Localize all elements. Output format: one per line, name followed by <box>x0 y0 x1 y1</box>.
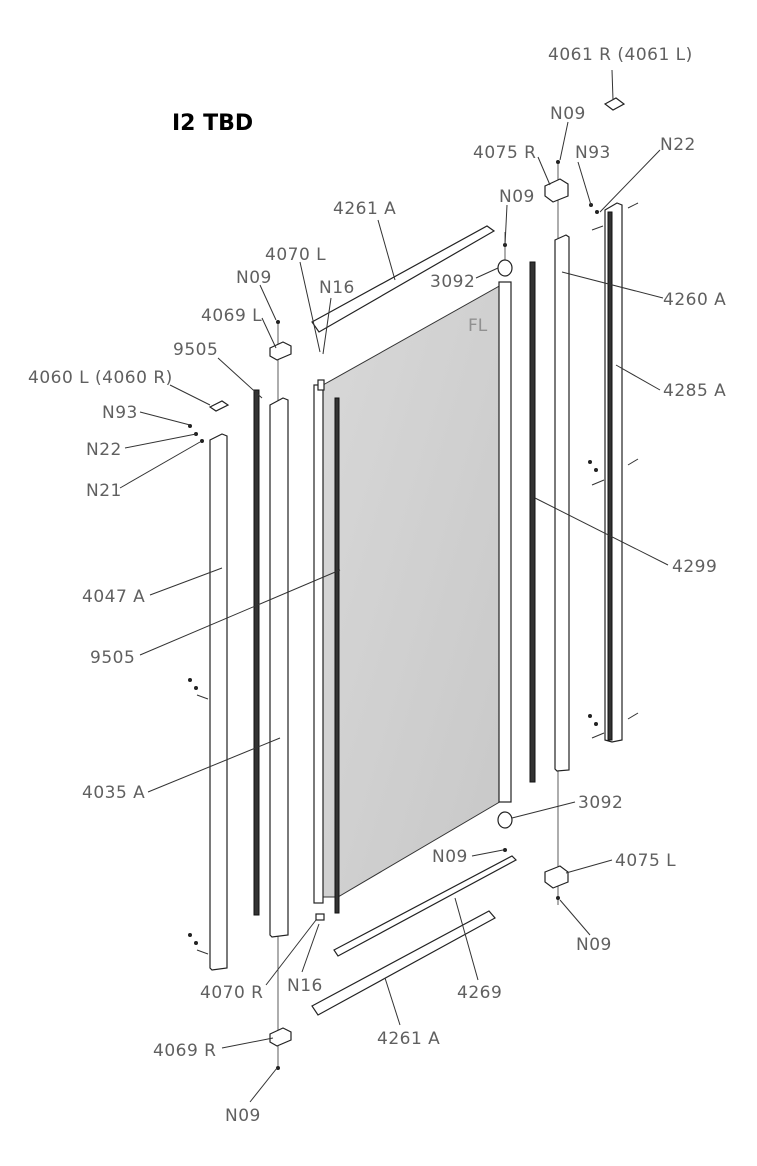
label-n21-left: N21 <box>86 481 122 501</box>
label-4070l: 4070 L <box>265 245 326 265</box>
label-4285: 4285 A <box>663 381 726 401</box>
glass-inner-seal <box>334 397 340 914</box>
label-4299: 4299 <box>672 557 717 577</box>
top-rail-4261 <box>311 225 496 333</box>
hinge-4075l <box>544 865 569 889</box>
label-3092-bottom: 3092 <box>578 793 623 813</box>
profile-4035 <box>269 397 289 938</box>
wall-profile-4047 <box>209 433 228 971</box>
bushing-3092-top <box>497 259 513 277</box>
glass-right-profile <box>498 281 512 803</box>
cap-4060 <box>208 400 230 412</box>
glass-panel <box>322 283 504 898</box>
pin-n16-bottom <box>315 913 325 921</box>
label-n93-right: N93 <box>575 143 611 163</box>
cap-4061 <box>603 97 626 111</box>
seal-4299 <box>529 261 536 783</box>
label-n09-bottom: N09 <box>225 1106 261 1126</box>
label-4069r: 4069 R <box>153 1041 216 1061</box>
label-n22-right: N22 <box>660 135 696 155</box>
label-n09-upper: N09 <box>499 187 535 207</box>
label-4269: 4269 <box>457 983 502 1003</box>
top-hinge-block <box>317 379 325 391</box>
label-4060: 4060 L (4060 R) <box>28 368 173 388</box>
label-4069l: 4069 L <box>201 306 262 326</box>
label-n16-top: N16 <box>319 278 355 298</box>
label-4260: 4260 A <box>663 290 726 310</box>
screw-lines <box>196 202 639 955</box>
label-n09-right-bottom: N09 <box>576 935 612 955</box>
bushing-3092-bottom <box>497 811 513 829</box>
label-4047: 4047 A <box>82 587 145 607</box>
wall-profile-4285-inner <box>607 211 613 741</box>
label-n16-bottom: N16 <box>287 976 323 996</box>
leader-lines <box>119 69 669 1103</box>
seal-9505-left <box>253 389 260 916</box>
diagram-title: I2 TBD <box>172 111 253 136</box>
label-n22-left: N22 <box>86 440 122 460</box>
label-3092-top: 3092 <box>430 272 475 292</box>
profile-4260 <box>554 234 570 772</box>
label-4075r: 4075 R <box>473 143 536 163</box>
label-4035: 4035 A <box>82 783 145 803</box>
label-9505-mid: 9505 <box>90 648 135 668</box>
hinge-4075r <box>544 178 569 203</box>
label-4075l: 4075 L <box>615 851 676 871</box>
glass-left-profile <box>313 384 324 904</box>
glass-mark-fl: FL <box>468 316 488 336</box>
label-n93-left: N93 <box>102 403 138 423</box>
label-4261-bottom: 4261 A <box>377 1029 440 1049</box>
label-n09-top: N09 <box>550 104 586 124</box>
bottom-rail-4269 <box>333 855 517 957</box>
label-n09-lower: N09 <box>432 847 468 867</box>
label-4261-top: 4261 A <box>333 199 396 219</box>
hinge-4069r <box>269 1027 292 1047</box>
bottom-rail-4261 <box>311 910 496 1016</box>
label-4070r: 4070 R <box>200 983 263 1003</box>
hinge-4069l <box>269 341 292 361</box>
label-4061: 4061 R (4061 L) <box>548 45 693 65</box>
label-9505-top: 9505 <box>173 340 218 360</box>
label-n09-left: N09 <box>236 268 272 288</box>
